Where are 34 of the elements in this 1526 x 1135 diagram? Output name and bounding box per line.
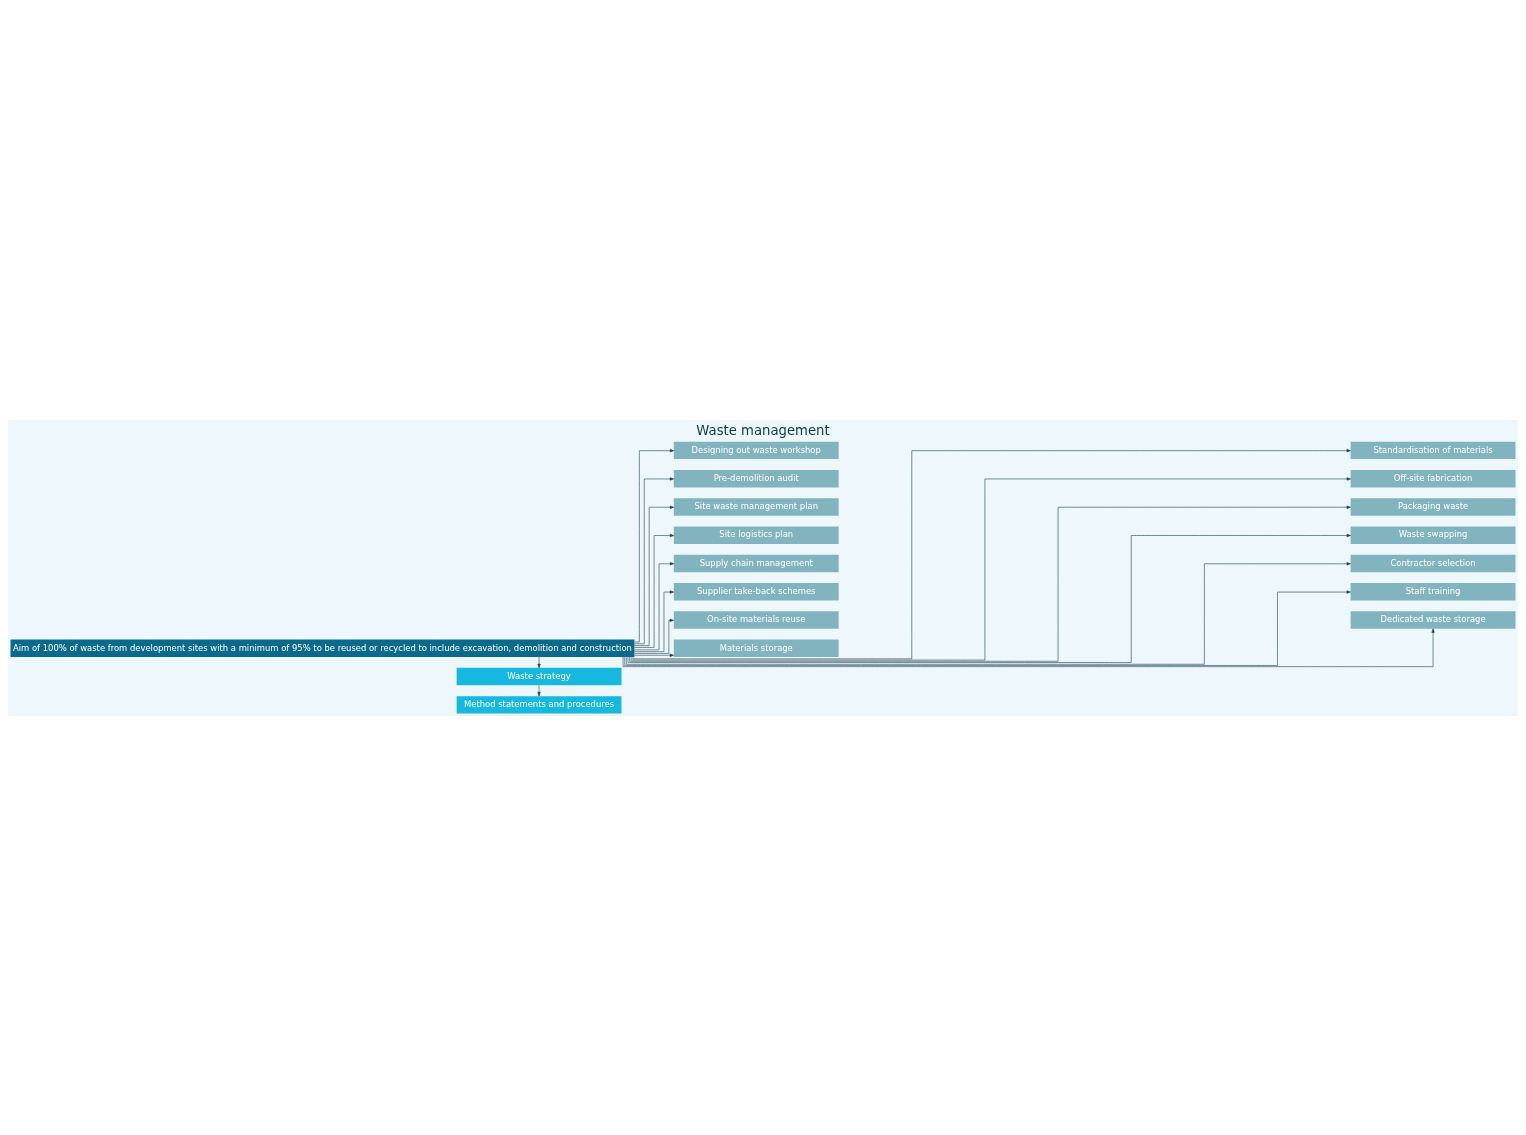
node-box: Waste swapping (1350, 526, 1516, 544)
node-box: Designing out waste workshop (673, 441, 839, 459)
node-box: Supply chain management (673, 554, 839, 572)
node-box: On-site materials reuse (673, 610, 839, 629)
node-box: Site waste management plan (673, 497, 839, 516)
arrow (634, 448, 675, 642)
node-box: Materials storage (673, 639, 839, 657)
node-box: Staff training (1350, 582, 1516, 600)
node-box: Dedicated waste storage (1350, 610, 1516, 629)
arrow (634, 476, 674, 644)
arrow (537, 656, 541, 668)
node-box: Packaging waste (1350, 497, 1516, 516)
node-box: Contractor selection (1350, 554, 1516, 572)
arrow (634, 618, 674, 654)
node-box: Waste strategy (456, 667, 622, 685)
arrow (634, 561, 675, 650)
node-box: Aim of 100% of waste from development sites with a minimum of 95% to be reused or recycled to include excavation, demolition and construction (10, 639, 635, 657)
node-box: Method statements and procedures (456, 695, 622, 714)
arrow (634, 590, 674, 652)
node-box: Pre-demolition audit (673, 469, 839, 487)
arrow (634, 505, 675, 646)
arrow (634, 653, 674, 657)
diagram-title: Waste management (696, 422, 830, 438)
arrow (537, 684, 541, 696)
arrow (622, 628, 1435, 667)
node-box: Supplier take-back schemes (673, 582, 839, 600)
node-box: Site logistics plan (673, 526, 839, 544)
arrow (629, 505, 1351, 662)
arrow (626, 561, 1351, 665)
arrow (624, 590, 1351, 666)
arrow (634, 533, 675, 648)
node-box: Off-site fabrication (1350, 469, 1516, 487)
node-box: Standardisation of materials (1350, 441, 1516, 459)
arrow (627, 533, 1351, 663)
